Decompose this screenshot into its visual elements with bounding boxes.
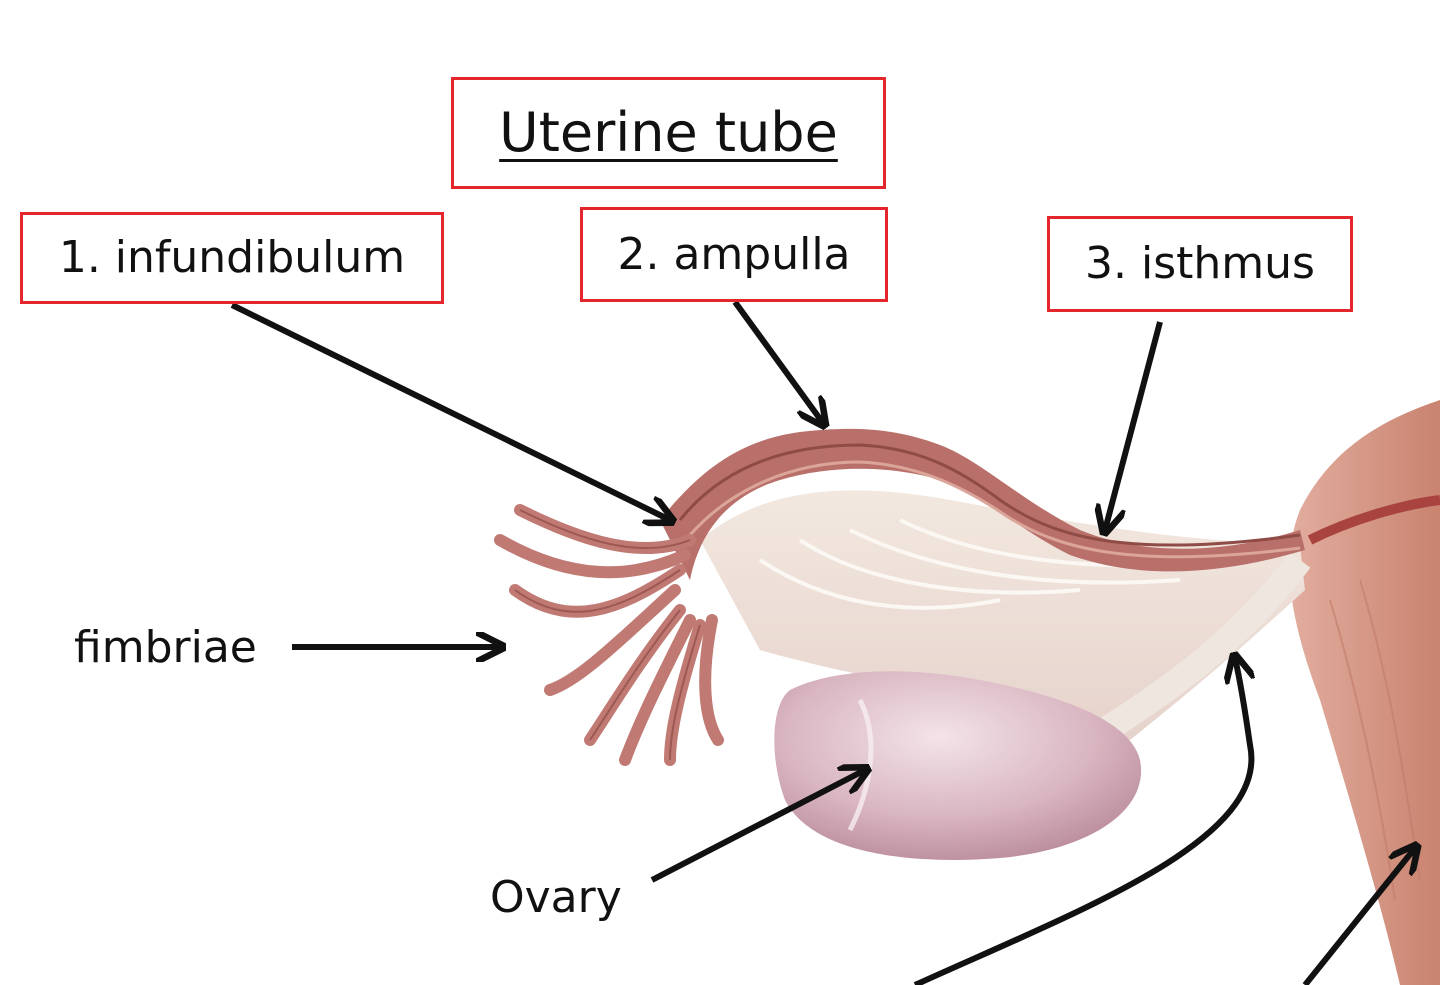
- tube-shape: [660, 428, 1305, 580]
- fimbriae-shape: [494, 504, 724, 766]
- isthmus-label: 3. isthmus: [1085, 238, 1315, 289]
- isthmus-box: 3. isthmus: [1047, 216, 1353, 312]
- infundibulum-label: 1. infundibulum: [58, 232, 406, 283]
- title-box: Uterine tube: [451, 77, 886, 189]
- ampulla-box: 2. ampulla: [580, 207, 888, 302]
- infundibulum-box: 1. infundibulum: [20, 212, 444, 304]
- isthmus-arrow: [1105, 321, 1163, 530]
- uterus-shape: [1289, 400, 1440, 985]
- ampulla-arrow: [732, 300, 823, 423]
- fimbriae-label: fimbriae: [74, 622, 257, 673]
- ovary-label: Ovary: [490, 872, 622, 923]
- infundibulum-arrow: [230, 302, 670, 520]
- uterus-arrow: [1302, 848, 1415, 985]
- ovary-arrow: [650, 770, 865, 883]
- ampulla-label: 2. ampulla: [617, 228, 851, 280]
- ligament-arrow: [913, 658, 1251, 985]
- title: Uterine tube: [499, 101, 838, 164]
